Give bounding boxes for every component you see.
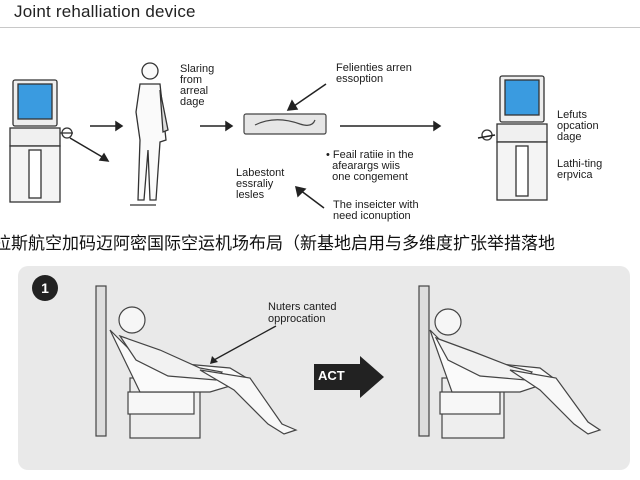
label-standing: Slaring from arreal dage — [180, 63, 215, 108]
arrow-diagonal-left — [69, 137, 105, 159]
left-machine-illustration — [9, 79, 73, 203]
annotation-label: Nuters canted opprocation — [268, 301, 337, 325]
step-number-badge: 1 — [32, 275, 58, 301]
arrow-to-right-machine — [477, 134, 496, 139]
right-monitor-screen — [504, 79, 540, 116]
arrow-to-device — [293, 83, 327, 107]
label-bullet-list: • Feail ratiie in the afearargs wiis one… — [326, 149, 414, 183]
arrow-from-insescter — [299, 189, 325, 209]
left-monitor-screen — [17, 83, 53, 120]
seated-figure-right — [418, 285, 602, 439]
act-arrow-label: ACT — [318, 368, 345, 383]
label-labestont: Labestont essraliy lesles — [236, 167, 285, 201]
wrist-device-illustration — [243, 113, 327, 135]
label-insescter: The inseicter with need iconuption — [333, 199, 419, 222]
annotation-pointer — [213, 325, 277, 361]
label-lathing: Lathi-ting erpvica — [557, 158, 603, 181]
right-machine-illustration — [481, 75, 548, 201]
label-feliencies: Felienties arren essoption — [336, 62, 412, 85]
title-divider — [0, 27, 640, 28]
page-title: Joint rehalliation device — [14, 2, 196, 21]
top-diagram — [9, 62, 548, 209]
seated-figure-left — [95, 285, 298, 439]
overlay-banner-text: 拉斯航空加码迈阿密国际空运机场布局（新基地启用与多维度扩张举措落地 — [0, 234, 555, 254]
label-lefuts: Lefuts opcation dage — [557, 109, 599, 143]
standing-person-illustration — [130, 62, 169, 206]
act-arrow — [314, 356, 384, 398]
